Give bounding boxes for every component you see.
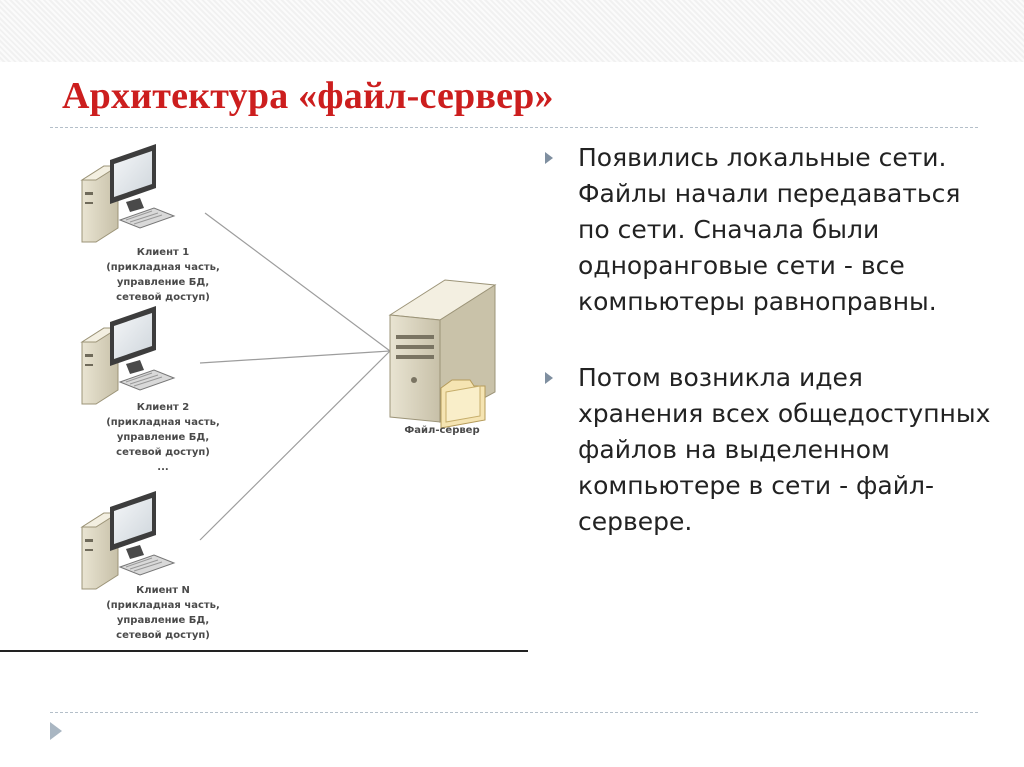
bullet-list: Появились локальные сети. Файлы начали п… [545, 140, 995, 540]
slide-top-strip [0, 0, 1024, 62]
client-label-line: сетевой доступ) [116, 292, 210, 303]
client-label-line: управление БД, [117, 277, 209, 288]
next-slide-arrow-icon[interactable] [50, 722, 62, 740]
bullet-item: Потом возникла идея хранения всех общедо… [545, 360, 995, 540]
bullet-arrow-icon [545, 152, 553, 164]
desktop-computer-icon [81, 490, 175, 590]
client-label-line: сетевой доступ) [116, 447, 210, 458]
server-label: Файл-сервер [404, 425, 479, 436]
diagram-underline [0, 650, 528, 652]
bullet-item: Появились локальные сети. Файлы начали п… [545, 140, 995, 320]
file-server-diagram: Клиент 1 (прикладная часть, управление Б… [81, 143, 497, 641]
client-label-line: Клиент 2 [137, 402, 189, 413]
folder-icon [440, 379, 486, 429]
desktop-computer-icon [81, 143, 175, 243]
desktop-computer-icon [81, 305, 175, 405]
client-label-line: Клиент N [136, 585, 190, 596]
connection-line [199, 350, 391, 364]
ellipsis: ... [157, 462, 168, 473]
client-label-line: управление БД, [117, 615, 209, 626]
client-label-line: (прикладная часть, [106, 262, 220, 273]
bullet-text: Потом возникла идея хранения всех общедо… [578, 363, 991, 536]
connection-line [199, 350, 391, 541]
client-label-line: Клиент 1 [137, 247, 189, 258]
connection-line [204, 212, 391, 352]
title-divider [50, 127, 978, 128]
slide-title: Архитектура «файл-сервер» [62, 75, 554, 117]
bullet-arrow-icon [545, 372, 553, 384]
bullet-text: Появились локальные сети. Файлы начали п… [578, 143, 961, 316]
client-label-line: управление БД, [117, 432, 209, 443]
footer-divider [50, 712, 978, 713]
client-label-line: (прикладная часть, [106, 417, 220, 428]
client-label-line: сетевой доступ) [116, 630, 210, 641]
client-label-line: (прикладная часть, [106, 600, 220, 611]
